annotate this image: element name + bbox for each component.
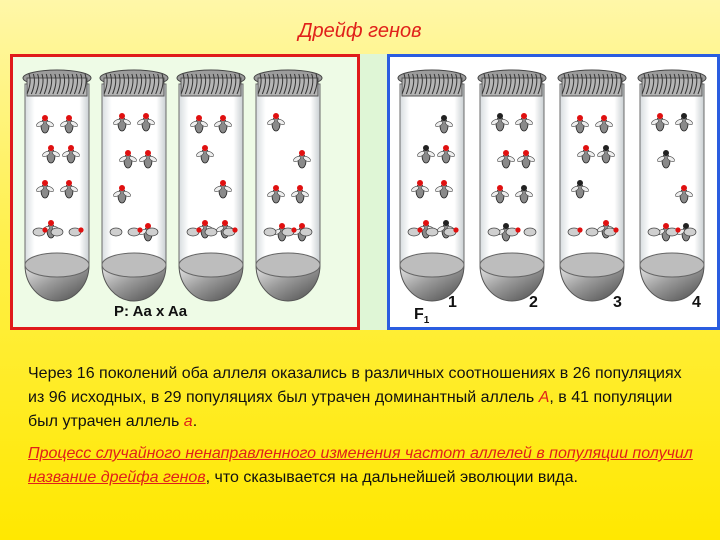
fruit-fly-icon [119, 150, 137, 169]
tube-number-1: 1 [448, 294, 457, 311]
test-tube-icon [557, 69, 627, 302]
test-tube-icon [253, 69, 323, 302]
fruit-fly-icon [214, 115, 232, 134]
fruit-fly-icon [515, 113, 533, 132]
fruit-fly-icon [60, 115, 78, 134]
fruit-fly-icon [437, 145, 455, 164]
fruit-fly-icon [435, 115, 453, 134]
fruit-fly-icon [435, 180, 453, 199]
fruit-fly-icon [36, 180, 54, 199]
fruit-fly-icon [491, 113, 509, 132]
fruit-fly-icon [597, 145, 615, 164]
fruit-fly-icon [139, 150, 157, 169]
drift-definition: Процесс случайного ненаправленного измен… [28, 445, 693, 486]
fruit-fly-icon [675, 185, 693, 204]
cross-label: P: Aa x Aa [114, 303, 188, 320]
fruit-fly-icon [497, 150, 515, 169]
description: Через 16 поколений оба аллеля оказались … [28, 362, 698, 498]
fruit-fly-icon [137, 113, 155, 132]
test-tube-icon [637, 69, 707, 302]
test-tube-icon [397, 69, 467, 302]
fruit-fly-icon [42, 145, 60, 164]
fruit-fly-icon [577, 145, 595, 164]
paragraph-results: Через 16 поколений оба аллеля оказались … [28, 365, 682, 430]
fruit-fly-icon [62, 145, 80, 164]
fruit-fly-icon [491, 185, 509, 204]
tube-number-2: 2 [529, 294, 538, 311]
fruit-fly-icon [190, 115, 208, 134]
fruit-fly-icon [571, 115, 589, 134]
fruit-fly-icon [293, 150, 311, 169]
fruit-fly-icon [113, 185, 131, 204]
fruit-fly-icon [214, 180, 232, 199]
fruit-fly-icon [267, 113, 285, 132]
test-tube-icon [22, 69, 92, 302]
tube-number-3: 3 [613, 294, 622, 311]
fruit-fly-icon [651, 113, 669, 132]
fruit-fly-icon [267, 185, 285, 204]
fruit-fly-icon [675, 113, 693, 132]
generation-label: F1 [414, 306, 430, 327]
fruit-fly-icon [417, 145, 435, 164]
allele-dominant: А [538, 389, 550, 406]
fruit-fly-icon [571, 180, 589, 199]
fruit-fly-icon [36, 115, 54, 134]
tube-number-4: 4 [692, 294, 701, 311]
fruit-fly-icon [196, 145, 214, 164]
fruit-fly-icon [515, 185, 533, 204]
slide-title: Дрейф генов [298, 20, 422, 42]
fruit-fly-icon [517, 150, 535, 169]
fruit-fly-icon [411, 180, 429, 199]
fruit-fly-icon [291, 185, 309, 204]
panel-gap [360, 54, 387, 330]
test-tube-icon [477, 69, 547, 302]
allele-recessive: а [183, 413, 193, 430]
test-tube-icon [99, 69, 169, 302]
fruit-fly-icon [113, 113, 131, 132]
fruit-fly-icon [595, 115, 613, 134]
paragraph-definition: Процесс случайного ненаправленного измен… [28, 445, 693, 486]
fruit-fly-icon [657, 150, 675, 169]
fruit-fly-icon [60, 180, 78, 199]
test-tube-icon [176, 69, 246, 302]
